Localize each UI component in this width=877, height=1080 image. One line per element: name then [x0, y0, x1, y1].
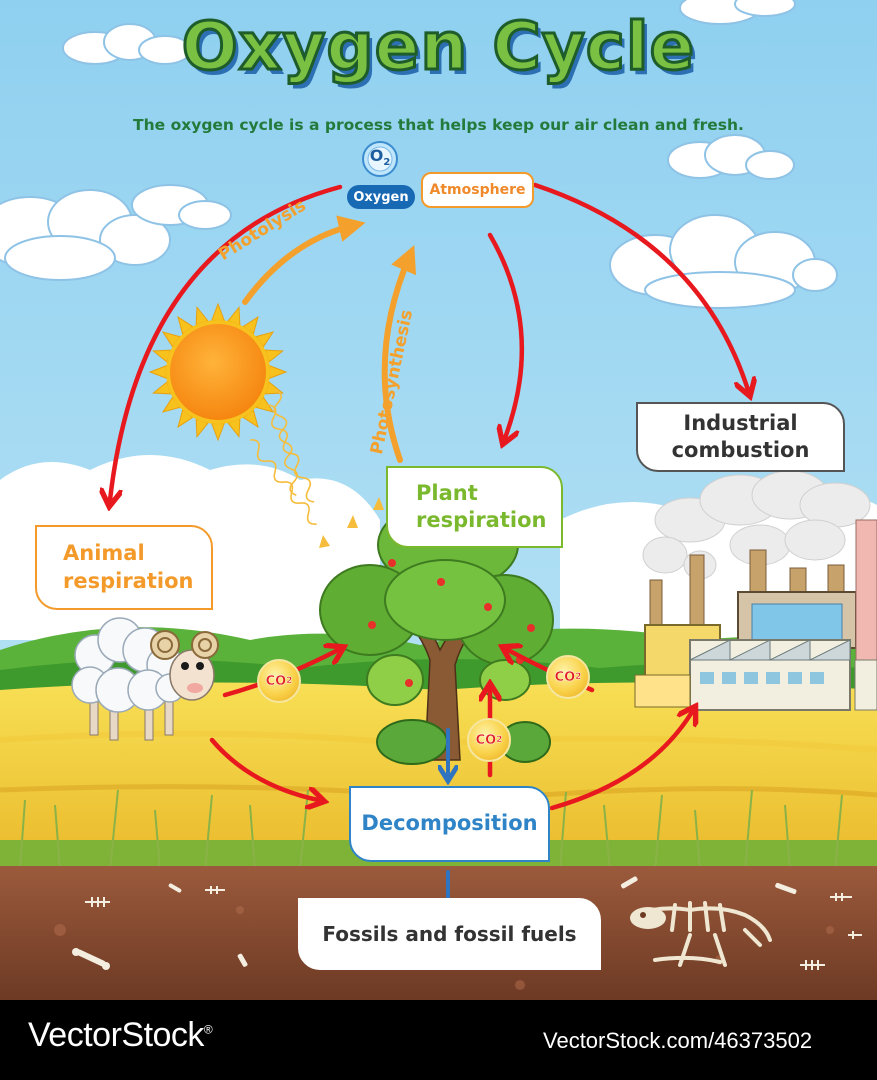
industrial-combustion-box: Industrial combustion	[636, 402, 845, 472]
orange-arrows	[242, 215, 417, 463]
factory-icon	[634, 470, 877, 711]
page-subtitle: The oxygen cycle is a process that helps…	[133, 116, 744, 134]
animal-line2: respiration	[63, 568, 194, 593]
co2-symbol: CO	[554, 669, 576, 685]
sun-icon	[148, 302, 288, 442]
co2-symbol: CO	[475, 732, 497, 748]
co2-subscript: 2	[286, 676, 293, 686]
plant-line2: respiration	[416, 508, 547, 532]
plant-line1: Plant	[416, 480, 478, 505]
bone-icon	[168, 883, 182, 893]
cloud-icon	[609, 214, 838, 309]
cloud-icon	[0, 184, 232, 281]
watermark-url: VectorStock.com/46373502	[543, 1028, 813, 1053]
co2-symbol: CO	[265, 673, 287, 689]
o2-letter: O	[369, 146, 384, 165]
watermark-bar	[0, 1000, 877, 1080]
industrial-line2: combustion	[671, 438, 810, 462]
watermark-reg: ®	[203, 1022, 213, 1037]
watermark-brand-text: VectorStock	[28, 1016, 204, 1054]
watermark-brand: VectorStock®	[28, 1016, 213, 1055]
dinosaur-fossil-icon	[633, 901, 772, 967]
co2-subscript: 2	[575, 672, 582, 682]
bone-icon	[620, 876, 638, 889]
oxygen-molecule-icon	[362, 141, 398, 177]
cloud-icon	[62, 23, 192, 65]
o2-subscript: 2	[383, 157, 391, 169]
atmosphere-label: Atmosphere	[421, 172, 534, 208]
bone-icon	[237, 953, 248, 967]
cloud-icon	[679, 0, 796, 25]
industrial-line1: Industrial	[683, 410, 798, 435]
bone-icon	[72, 948, 110, 970]
page-title: Oxygen Cycle	[180, 7, 696, 87]
fossils-box: Fossils and fossil fuels	[298, 898, 601, 970]
sheep-icon	[71, 617, 219, 741]
o2-symbol: O2	[362, 146, 398, 168]
co2-subscript: 2	[496, 735, 503, 745]
decomposition-box: Decomposition	[349, 786, 550, 862]
plant-respiration-box: Plant respiration	[386, 466, 563, 548]
bone-icon	[775, 882, 797, 895]
oxygen-label: Oxygen	[347, 185, 415, 209]
dinosaur-fossil-icon	[630, 907, 666, 929]
fish-skeleton-icon	[85, 886, 862, 970]
animal-line1: Animal	[63, 541, 145, 566]
animal-respiration-box: Animal respiration	[35, 525, 213, 610]
light-ray-icon	[249, 389, 317, 525]
cloud-icon	[667, 134, 795, 180]
